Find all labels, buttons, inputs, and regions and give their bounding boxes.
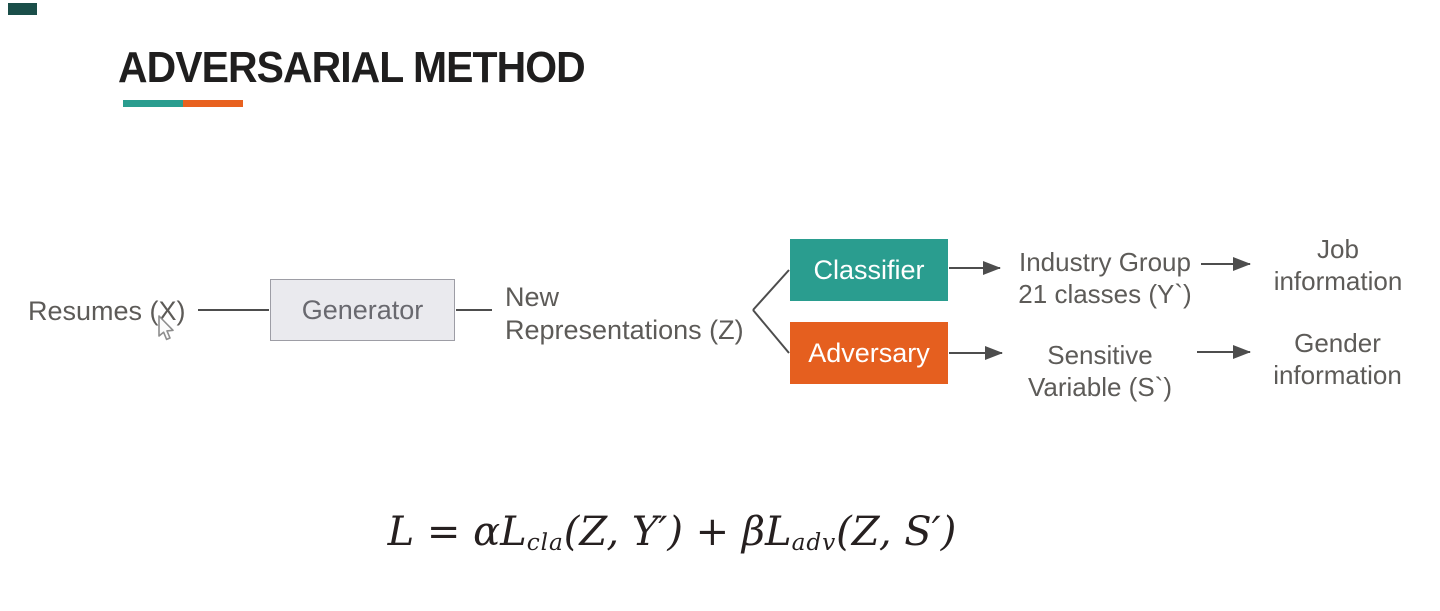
underline-teal-segment	[123, 100, 183, 107]
classifier-label: Classifier	[813, 254, 925, 285]
connector-fork-lower	[752, 309, 790, 354]
generator-box: Generator	[270, 279, 455, 341]
industry-group-label: Industry Group 21 classes (Y`)	[1018, 247, 1192, 309]
job-information-label: Job information	[1273, 234, 1403, 296]
new-representations-label: New Representations (Z)	[505, 282, 744, 345]
connector-fork-upper	[752, 269, 790, 311]
subscript-adv: adv	[791, 529, 837, 557]
loss-formula: L = αLcla(Z, Y′) + βLadv(Z, S′)	[387, 509, 957, 557]
corner-accent-bar	[8, 3, 37, 15]
adversary-label: Adversary	[808, 337, 930, 368]
sensitive-variable-label: Sensitive Variable (S`)	[1027, 340, 1172, 402]
gender-information-label: Gender information	[1273, 328, 1402, 390]
generator-label: Generator	[301, 294, 424, 325]
title-underline	[123, 100, 243, 107]
adversary-box: Adversary	[790, 322, 948, 384]
subscript-cla: cla	[526, 529, 564, 557]
mouse-pointer-icon	[158, 315, 174, 341]
page-title: ADVERSARIAL METHOD	[118, 43, 586, 92]
classifier-box: Classifier	[790, 239, 948, 301]
underline-orange-segment	[183, 100, 243, 107]
